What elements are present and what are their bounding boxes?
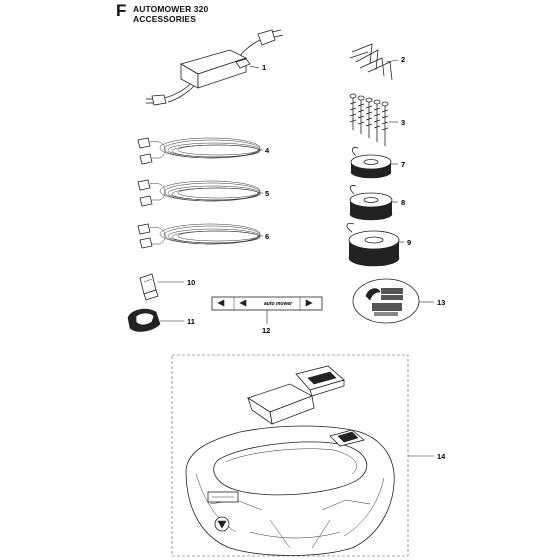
callout-12: 12 — [262, 326, 270, 335]
label-strip-12-drawing: auto mower — [211, 296, 323, 324]
callout-10: 10 — [187, 278, 195, 287]
wire-spool-7-drawing — [350, 147, 398, 179]
callout-2: 2 — [401, 55, 405, 64]
connector-10-drawing — [139, 273, 184, 301]
callout-5: 5 — [265, 189, 269, 198]
callout-6: 6 — [265, 232, 269, 241]
callout-11: 11 — [187, 317, 195, 326]
power-supply-drawing — [146, 29, 284, 106]
callout-4: 4 — [265, 146, 270, 155]
knob-11-drawing — [127, 308, 184, 332]
model-title: AUTOMOWER 320 — [133, 4, 209, 14]
callout-13: 13 — [437, 298, 445, 307]
cable-coil-5-drawing — [137, 179, 263, 207]
cable-coil-6-drawing — [137, 223, 263, 249]
callout-3: 3 — [401, 118, 405, 127]
section-title: ACCESSORIES — [133, 14, 196, 24]
label-strip-brand: auto mower — [264, 301, 293, 307]
screws-drawing — [349, 93, 398, 146]
section-letter: F — [116, 1, 127, 20]
body-cover-14-drawing — [171, 354, 434, 557]
pegs-drawing — [349, 43, 399, 81]
wire-spool-8-drawing — [349, 185, 398, 221]
cable-coil-4-drawing — [137, 137, 263, 165]
callout-7: 7 — [401, 160, 405, 169]
wire-spool-9-drawing — [346, 223, 404, 267]
callout-9: 9 — [407, 238, 411, 247]
callout-14: 14 — [437, 452, 446, 461]
callout-8: 8 — [401, 198, 405, 207]
alarm-sticker-13-drawing — [352, 278, 434, 324]
callout-1: 1 — [262, 63, 266, 72]
